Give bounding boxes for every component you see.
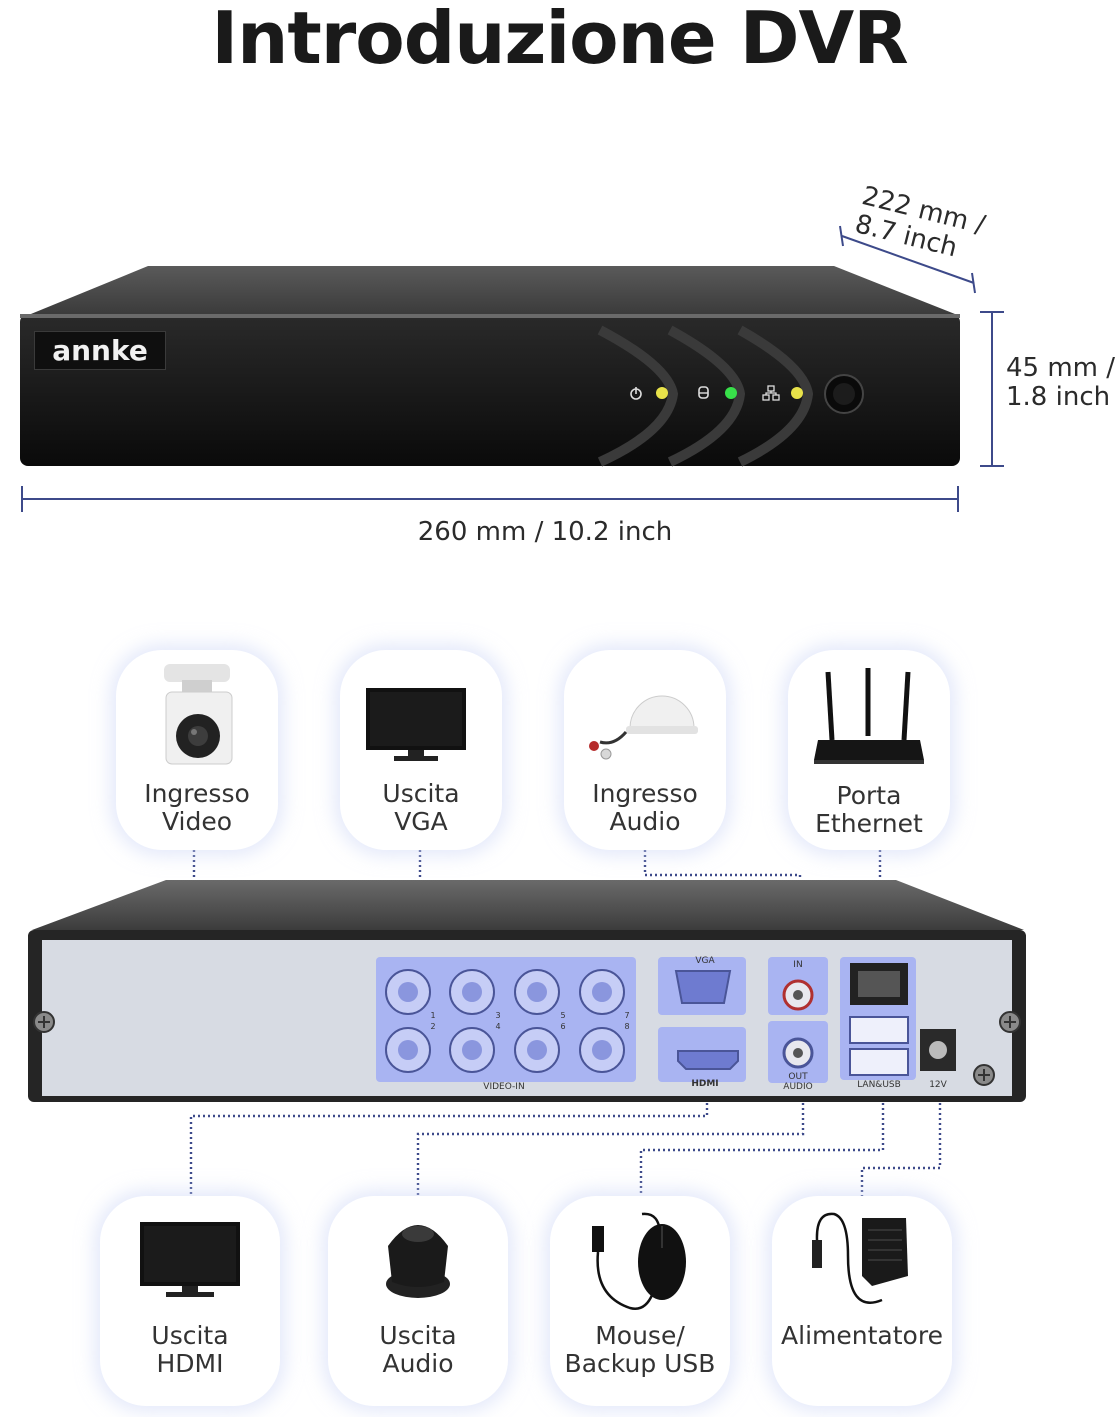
card-video-input: Ingresso Video — [116, 650, 278, 850]
card-label-line2: VGA — [394, 807, 448, 836]
audio-label: AUDIO — [783, 1082, 812, 1092]
microphone-icon — [589, 695, 698, 760]
card-ethernet-port: Porta Ethernet — [788, 650, 950, 850]
card-hdmi-output: Uscita HDMI — [100, 1196, 280, 1406]
lan-usb-label: LAN&USB — [857, 1080, 901, 1090]
dvr-front-view — [20, 266, 960, 467]
card-label-line1: Uscita — [379, 1321, 457, 1350]
card-label-line2: Audio — [382, 1349, 454, 1378]
hdmi-label: HDMI — [691, 1079, 718, 1089]
speaker-icon — [386, 1225, 450, 1298]
card-power-adapter: Alimentatore — [772, 1196, 952, 1406]
channel-number: 3 — [495, 1011, 500, 1020]
channel-number: 5 — [560, 1011, 565, 1020]
monitor-icon — [366, 688, 466, 761]
card-label-line2: Video — [161, 807, 233, 836]
rear-ports: VIDEO-IN VGA HDMI AUDIO IN OUT LAN&USB 1… — [376, 956, 956, 1092]
camera-icon — [164, 664, 233, 765]
card-label-line2: Audio — [609, 807, 681, 836]
vga-label: VGA — [695, 956, 715, 966]
power-led — [656, 387, 668, 399]
audio-out-label: OUT — [788, 1072, 808, 1082]
card-audio-output: Uscita Audio — [328, 1196, 508, 1406]
card-label-line1: Alimentatore — [781, 1321, 943, 1350]
tv-icon — [140, 1222, 240, 1297]
channel-number: 6 — [560, 1022, 565, 1031]
channel-number: 1 — [430, 1011, 435, 1020]
router-icon — [814, 668, 924, 764]
card-label-line1: Ingresso — [592, 779, 698, 808]
channel-number: 7 — [624, 1011, 629, 1020]
mouse-usb-icon — [592, 1212, 686, 1310]
page-title: Introduzione DVR — [211, 0, 908, 80]
channel-number: 4 — [495, 1022, 500, 1031]
card-label-line2: Ethernet — [815, 809, 923, 838]
card-label-line1: Mouse/ — [595, 1321, 685, 1350]
card-audio-input: Ingresso Audio — [564, 650, 726, 850]
channel-number: 8 — [624, 1022, 629, 1031]
width-dimension-label: 260 mm / 10.2 inch — [417, 517, 673, 547]
network-icon — [762, 385, 780, 401]
card-vga-output: Uscita VGA — [340, 650, 502, 850]
card-label-line1: Uscita — [151, 1321, 229, 1350]
video-in-port-group — [376, 957, 636, 1082]
audio-in-label: IN — [793, 960, 802, 970]
card-label-line2: Backup USB — [564, 1349, 716, 1378]
network-led — [791, 387, 803, 399]
power-icon — [630, 387, 642, 400]
brand-logo: annke — [34, 331, 166, 370]
hdd-icon — [698, 386, 709, 399]
card-label-line1: Uscita — [382, 779, 460, 808]
card-label-line1: Porta — [836, 781, 902, 810]
height-dimension-label: 45 mm / 1.8 inch — [1006, 353, 1116, 412]
power-adapter-icon — [812, 1212, 908, 1304]
card-mouse-usb: Mouse/ Backup USB — [550, 1196, 730, 1406]
channel-number: 2 — [430, 1022, 435, 1031]
video-in-label: VIDEO-IN — [483, 1082, 524, 1092]
power-label: 12V — [929, 1080, 947, 1090]
dimension-lines — [21, 225, 1004, 512]
card-label-line2: HDMI — [156, 1349, 224, 1378]
hdd-led — [725, 387, 737, 399]
card-label-line1: Ingresso — [144, 779, 250, 808]
